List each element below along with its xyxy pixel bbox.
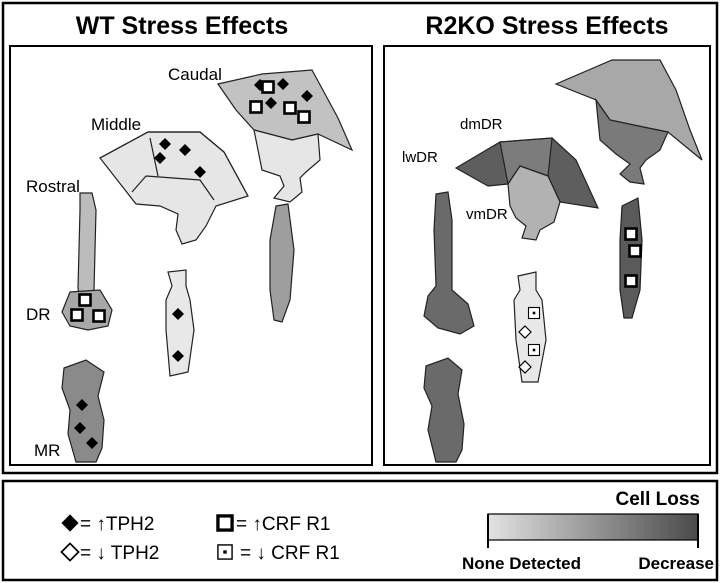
crf-up-marker	[628, 244, 642, 258]
r2ko-rostral-section	[423, 191, 475, 463]
crf-up-marker	[624, 227, 638, 241]
legend-tph2-up-label: = ↑TPH2	[80, 514, 154, 535]
crf-up-marker	[297, 110, 311, 124]
r2ko-caudal-column-region	[619, 197, 643, 319]
crf-up-marker	[249, 100, 263, 114]
wt-middle-column-region	[165, 269, 195, 377]
wt-caudal-column	[165, 203, 295, 377]
r2ko-middle-section	[454, 137, 600, 241]
wt-caudal-column-region	[269, 203, 295, 323]
r2ko-dr-region	[423, 191, 475, 335]
r2ko-vmdr-region	[507, 165, 561, 241]
r2ko-dmdr-label: dmDR	[460, 116, 503, 133]
wt-middle-label: Middle	[91, 115, 141, 134]
crf-down-marker	[527, 306, 541, 320]
legend-frame	[1, 479, 719, 582]
wt-mr-region	[61, 359, 105, 463]
r2ko-lwdr-label: lwDR	[402, 149, 438, 166]
cell-loss-low-label: None Detected	[462, 554, 581, 573]
legend: = ↑TPH2 = ↓ TPH2 = ↑CRF R1 = ↓ CRF R1 Ce…	[60, 489, 714, 573]
wt-middle-section	[99, 131, 249, 245]
wt-panel	[9, 45, 373, 466]
cell-loss-high-label: Decrease	[638, 554, 714, 573]
top-frame	[1, 1, 719, 475]
legend-crf-down-icon	[217, 544, 233, 560]
wt-mr-label: MR	[34, 441, 60, 460]
crf-down-marker	[527, 343, 541, 357]
wt-dr-label: DR	[26, 305, 51, 324]
cell-loss-title: Cell Loss	[616, 489, 700, 510]
r2ko-caudal-ventral-region	[595, 97, 669, 185]
crf-up-marker	[78, 293, 92, 307]
crf-up-marker	[70, 308, 84, 322]
wt-middle-outline	[99, 131, 249, 201]
legend-crf-up-label: = ↑CRF R1	[236, 514, 331, 535]
r2ko-panel	[383, 45, 711, 466]
legend-crf-down-label: = ↓ CRF R1	[240, 543, 340, 564]
wt-caudal-label: Caudal	[168, 65, 222, 84]
r2ko-panel-title: R2KO Stress Effects	[425, 12, 668, 40]
crf-up-marker	[283, 101, 297, 115]
wt-mr-section	[61, 359, 105, 463]
crf-up-marker	[92, 309, 106, 323]
wt-caudal-ventral-region	[253, 129, 321, 203]
r2ko-vmdr-label: vmDR	[466, 206, 508, 223]
legend-tph2-down-icon	[60, 542, 80, 562]
wt-middle-ventral-region	[99, 131, 249, 245]
legend-tph2-down-label: = ↓ TPH2	[80, 543, 159, 564]
crf-up-marker	[624, 274, 638, 288]
r2ko-mr-region	[423, 357, 465, 463]
wt-rostral-label: Rostral	[26, 177, 80, 196]
wt-panel-title: WT Stress Effects	[76, 12, 289, 40]
crf-up-marker	[261, 80, 275, 94]
r2ko-caudal-section	[554, 59, 703, 185]
wt-rostral-stem	[77, 192, 102, 301]
legend-tph2-up-icon	[61, 514, 79, 532]
legend-crf-up-icon	[216, 514, 234, 532]
cell-loss-gradient-bar	[487, 513, 699, 541]
